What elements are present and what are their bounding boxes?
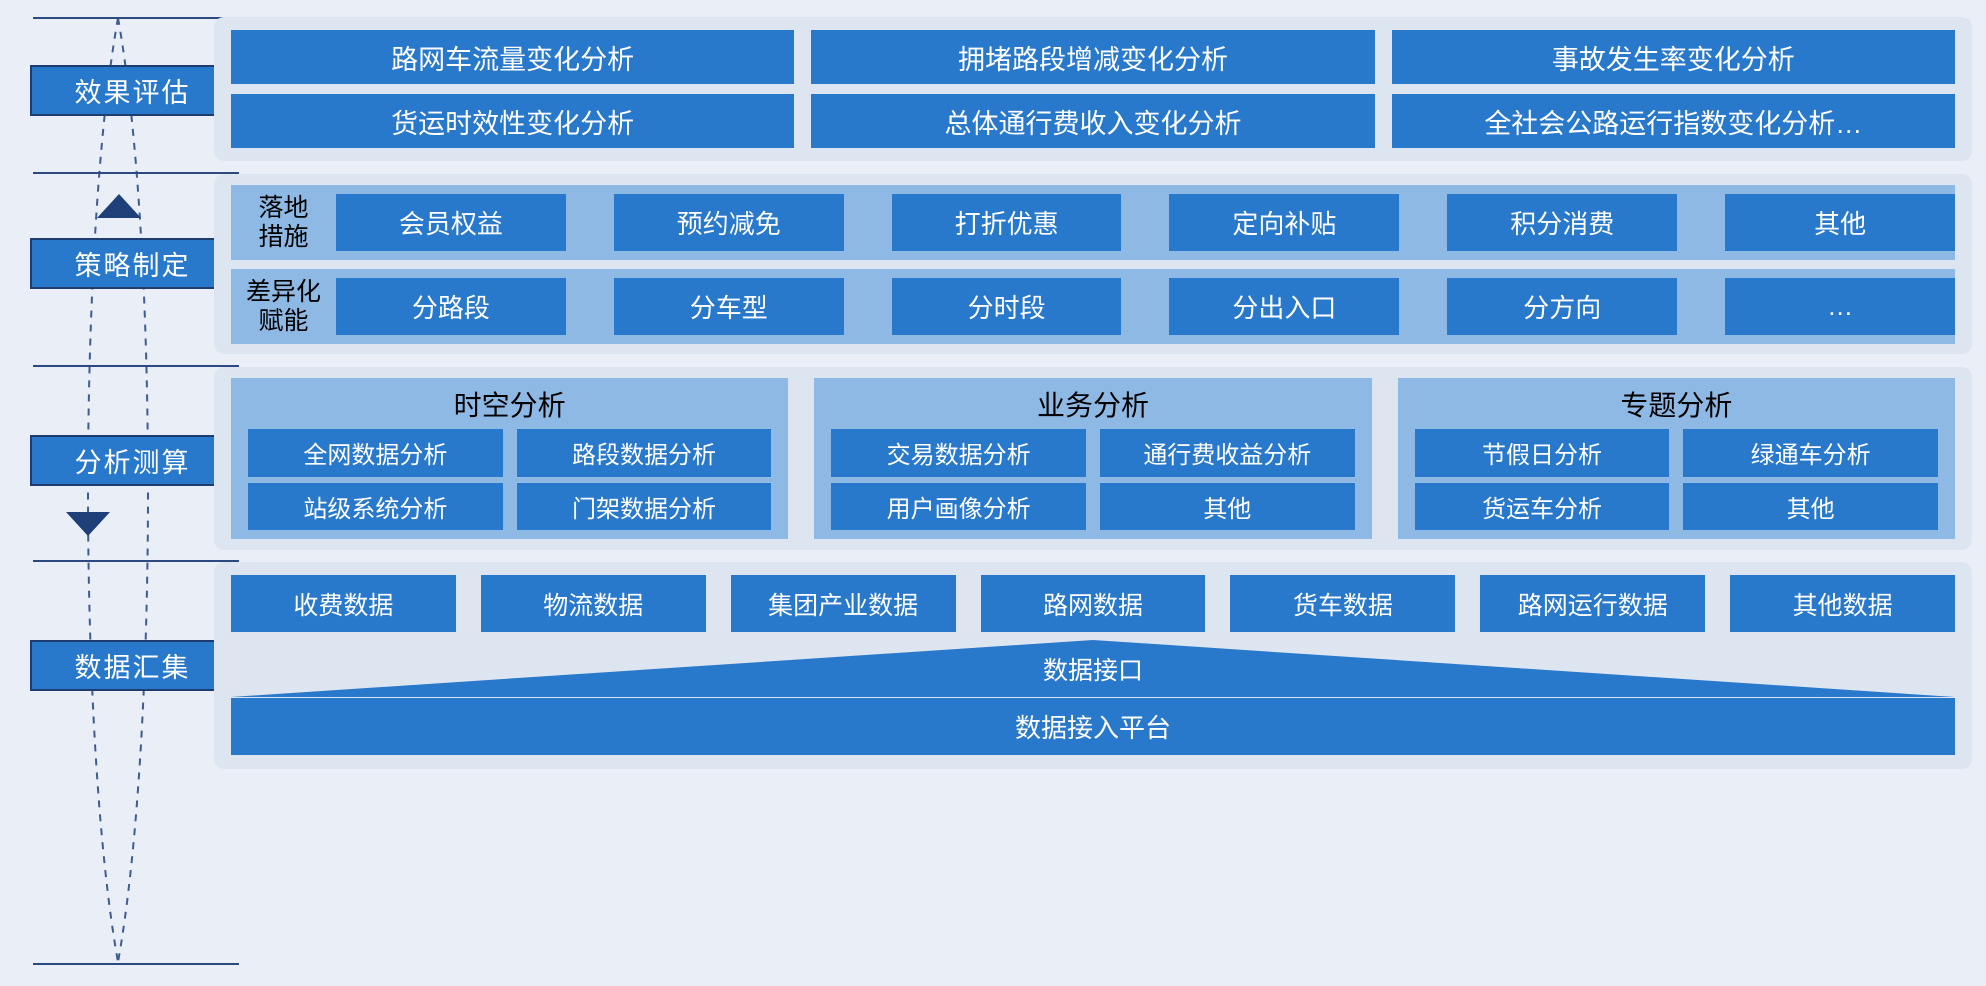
rail-divider-2 [33, 172, 239, 174]
measure-item-0[interactable]: 会员权益 [336, 194, 566, 251]
differentiation-item-0[interactable]: 分路段 [336, 278, 566, 335]
funnel-shape-icon [231, 640, 1955, 697]
analysis-column-items: 全网数据分析 路段数据分析 站级系统分析 门架数据分析 [248, 429, 772, 530]
analysis-column-items: 交易数据分析 通行费收益分析 用户画像分析 其他 [831, 429, 1355, 530]
thematic-item-0[interactable]: 节假日分析 [1414, 429, 1670, 477]
rail-divider-1 [33, 17, 239, 19]
measure-item-4[interactable]: 积分消费 [1447, 194, 1678, 251]
data-source-row: 收费数据 物流数据 集团产业数据 路网数据 货车数据 路网运行数据 其他数据 [231, 575, 1955, 632]
effect-item-4[interactable]: 总体通行费收入变化分析 [811, 94, 1375, 148]
data-source-3[interactable]: 路网数据 [980, 575, 1206, 632]
data-source-0[interactable]: 收费数据 [231, 575, 456, 632]
stage-label: 分析测算 [74, 448, 191, 478]
stage-label: 策略制定 [74, 251, 191, 281]
data-source-5[interactable]: 路网运行数据 [1480, 575, 1706, 632]
analysis-column-business: 业务分析 交易数据分析 通行费收益分析 用户画像分析 其他 [814, 378, 1372, 539]
arrow-down-icon [66, 512, 110, 536]
stage-rail: 效果评估 策略制定 分析测算 数据汇集 [0, 0, 262, 986]
spatiotemporal-item-0[interactable]: 全网数据分析 [248, 429, 503, 477]
spatiotemporal-item-3[interactable]: 门架数据分析 [516, 482, 772, 530]
effect-item-5[interactable]: 全社会公路运行指数变化分析… [1391, 94, 1955, 148]
data-source-1[interactable]: 物流数据 [480, 575, 706, 632]
stage-label: 数据汇集 [74, 653, 191, 683]
effect-item-1[interactable]: 拥堵路段增减变化分析 [811, 30, 1375, 84]
measure-item-5[interactable]: 其他 [1725, 194, 1955, 251]
data-access-platform-label: 数据接入平台 [1014, 713, 1171, 743]
strategy-row-items: 会员权益 预约减免 打折优惠 定向补贴 积分消费 其他 [336, 194, 1955, 251]
thematic-item-3[interactable]: 其他 [1683, 482, 1938, 530]
analysis-column-title: 业务分析 [1036, 390, 1149, 421]
effect-item-3[interactable]: 货运时效性变化分析 [231, 94, 795, 148]
differentiation-item-5[interactable]: … [1725, 278, 1955, 335]
panel-effect-evaluation: 路网车流量变化分析 拥堵路段增减变化分析 事故发生率变化分析 货运时效性变化分析… [214, 17, 1972, 161]
stage-chip-effect-evaluation[interactable]: 效果评估 [30, 65, 235, 116]
spatiotemporal-item-2[interactable]: 站级系统分析 [248, 482, 503, 530]
analysis-column-spatiotemporal: 时空分析 全网数据分析 路段数据分析 站级系统分析 门架数据分析 [231, 378, 789, 539]
strategy-row-label: 落地 措施 [258, 193, 309, 251]
panel-data-collection: 收费数据 物流数据 集团产业数据 路网数据 货车数据 路网运行数据 其他数据 数… [214, 562, 1972, 769]
data-source-2[interactable]: 集团产业数据 [730, 575, 956, 632]
stage-label: 效果评估 [74, 78, 191, 108]
measure-item-3[interactable]: 定向补贴 [1169, 194, 1400, 251]
lens-dashed-curves [87, 17, 149, 963]
measure-item-2[interactable]: 打折优惠 [891, 194, 1122, 251]
differentiation-item-1[interactable]: 分车型 [613, 278, 844, 335]
strategy-row-differentiation: 差异化 赋能 分路段 分车型 分时段 分出入口 分方向 … [231, 269, 1955, 344]
business-item-2[interactable]: 用户画像分析 [831, 482, 1086, 530]
analysis-column-items: 节假日分析 绿通车分析 货运车分析 其他 [1414, 429, 1938, 530]
analysis-columns: 时空分析 全网数据分析 路段数据分析 站级系统分析 门架数据分析 业务分析 交易… [231, 378, 1955, 539]
arrow-up-icon [97, 194, 141, 218]
differentiation-item-4[interactable]: 分方向 [1447, 278, 1678, 335]
effect-evaluation-grid: 路网车流量变化分析 拥堵路段增减变化分析 事故发生率变化分析 货运时效性变化分析… [231, 30, 1955, 148]
effect-item-2[interactable]: 事故发生率变化分析 [1391, 30, 1955, 84]
thematic-item-2[interactable]: 货运车分析 [1414, 482, 1670, 530]
analysis-column-title: 专题分析 [1620, 390, 1733, 421]
rail-divider-4 [33, 560, 239, 562]
panel-strategy: 落地 措施 会员权益 预约减免 打折优惠 定向补贴 积分消费 其他 差异化 赋能… [214, 174, 1972, 354]
effect-item-0[interactable]: 路网车流量变化分析 [231, 30, 795, 84]
differentiation-item-3[interactable]: 分出入口 [1169, 278, 1400, 335]
spatiotemporal-item-1[interactable]: 路段数据分析 [516, 429, 772, 477]
differentiation-item-2[interactable]: 分时段 [891, 278, 1122, 335]
rail-divider-3 [33, 365, 239, 367]
panel-analysis: 时空分析 全网数据分析 路段数据分析 站级系统分析 门架数据分析 业务分析 交易… [214, 367, 1972, 550]
analysis-column-thematic: 专题分析 节假日分析 绿通车分析 货运车分析 其他 [1397, 378, 1955, 539]
business-item-0[interactable]: 交易数据分析 [831, 429, 1086, 477]
strategy-row-measures: 落地 措施 会员权益 预约减免 打折优惠 定向补贴 积分消费 其他 [231, 185, 1955, 260]
business-item-1[interactable]: 通行费收益分析 [1099, 429, 1355, 477]
business-item-3[interactable]: 其他 [1099, 482, 1355, 530]
stage-chip-strategy[interactable]: 策略制定 [30, 238, 235, 289]
stage-chip-analysis[interactable]: 分析测算 [30, 435, 235, 486]
analysis-column-title: 时空分析 [453, 390, 566, 421]
data-source-4[interactable]: 货车数据 [1230, 575, 1456, 632]
thematic-item-1[interactable]: 绿通车分析 [1683, 429, 1938, 477]
stage-chip-data-collection[interactable]: 数据汇集 [30, 640, 235, 691]
rail-divider-5 [33, 963, 239, 965]
measure-item-1[interactable]: 预约减免 [613, 194, 844, 251]
data-access-platform-bar[interactable]: 数据接入平台 [231, 698, 1955, 755]
data-source-6[interactable]: 其他数据 [1730, 575, 1955, 632]
data-interface-funnel[interactable]: 数据接口 [231, 640, 1955, 697]
strategy-row-label: 差异化 赋能 [245, 277, 321, 335]
strategy-row-items: 分路段 分车型 分时段 分出入口 分方向 … [336, 278, 1955, 335]
